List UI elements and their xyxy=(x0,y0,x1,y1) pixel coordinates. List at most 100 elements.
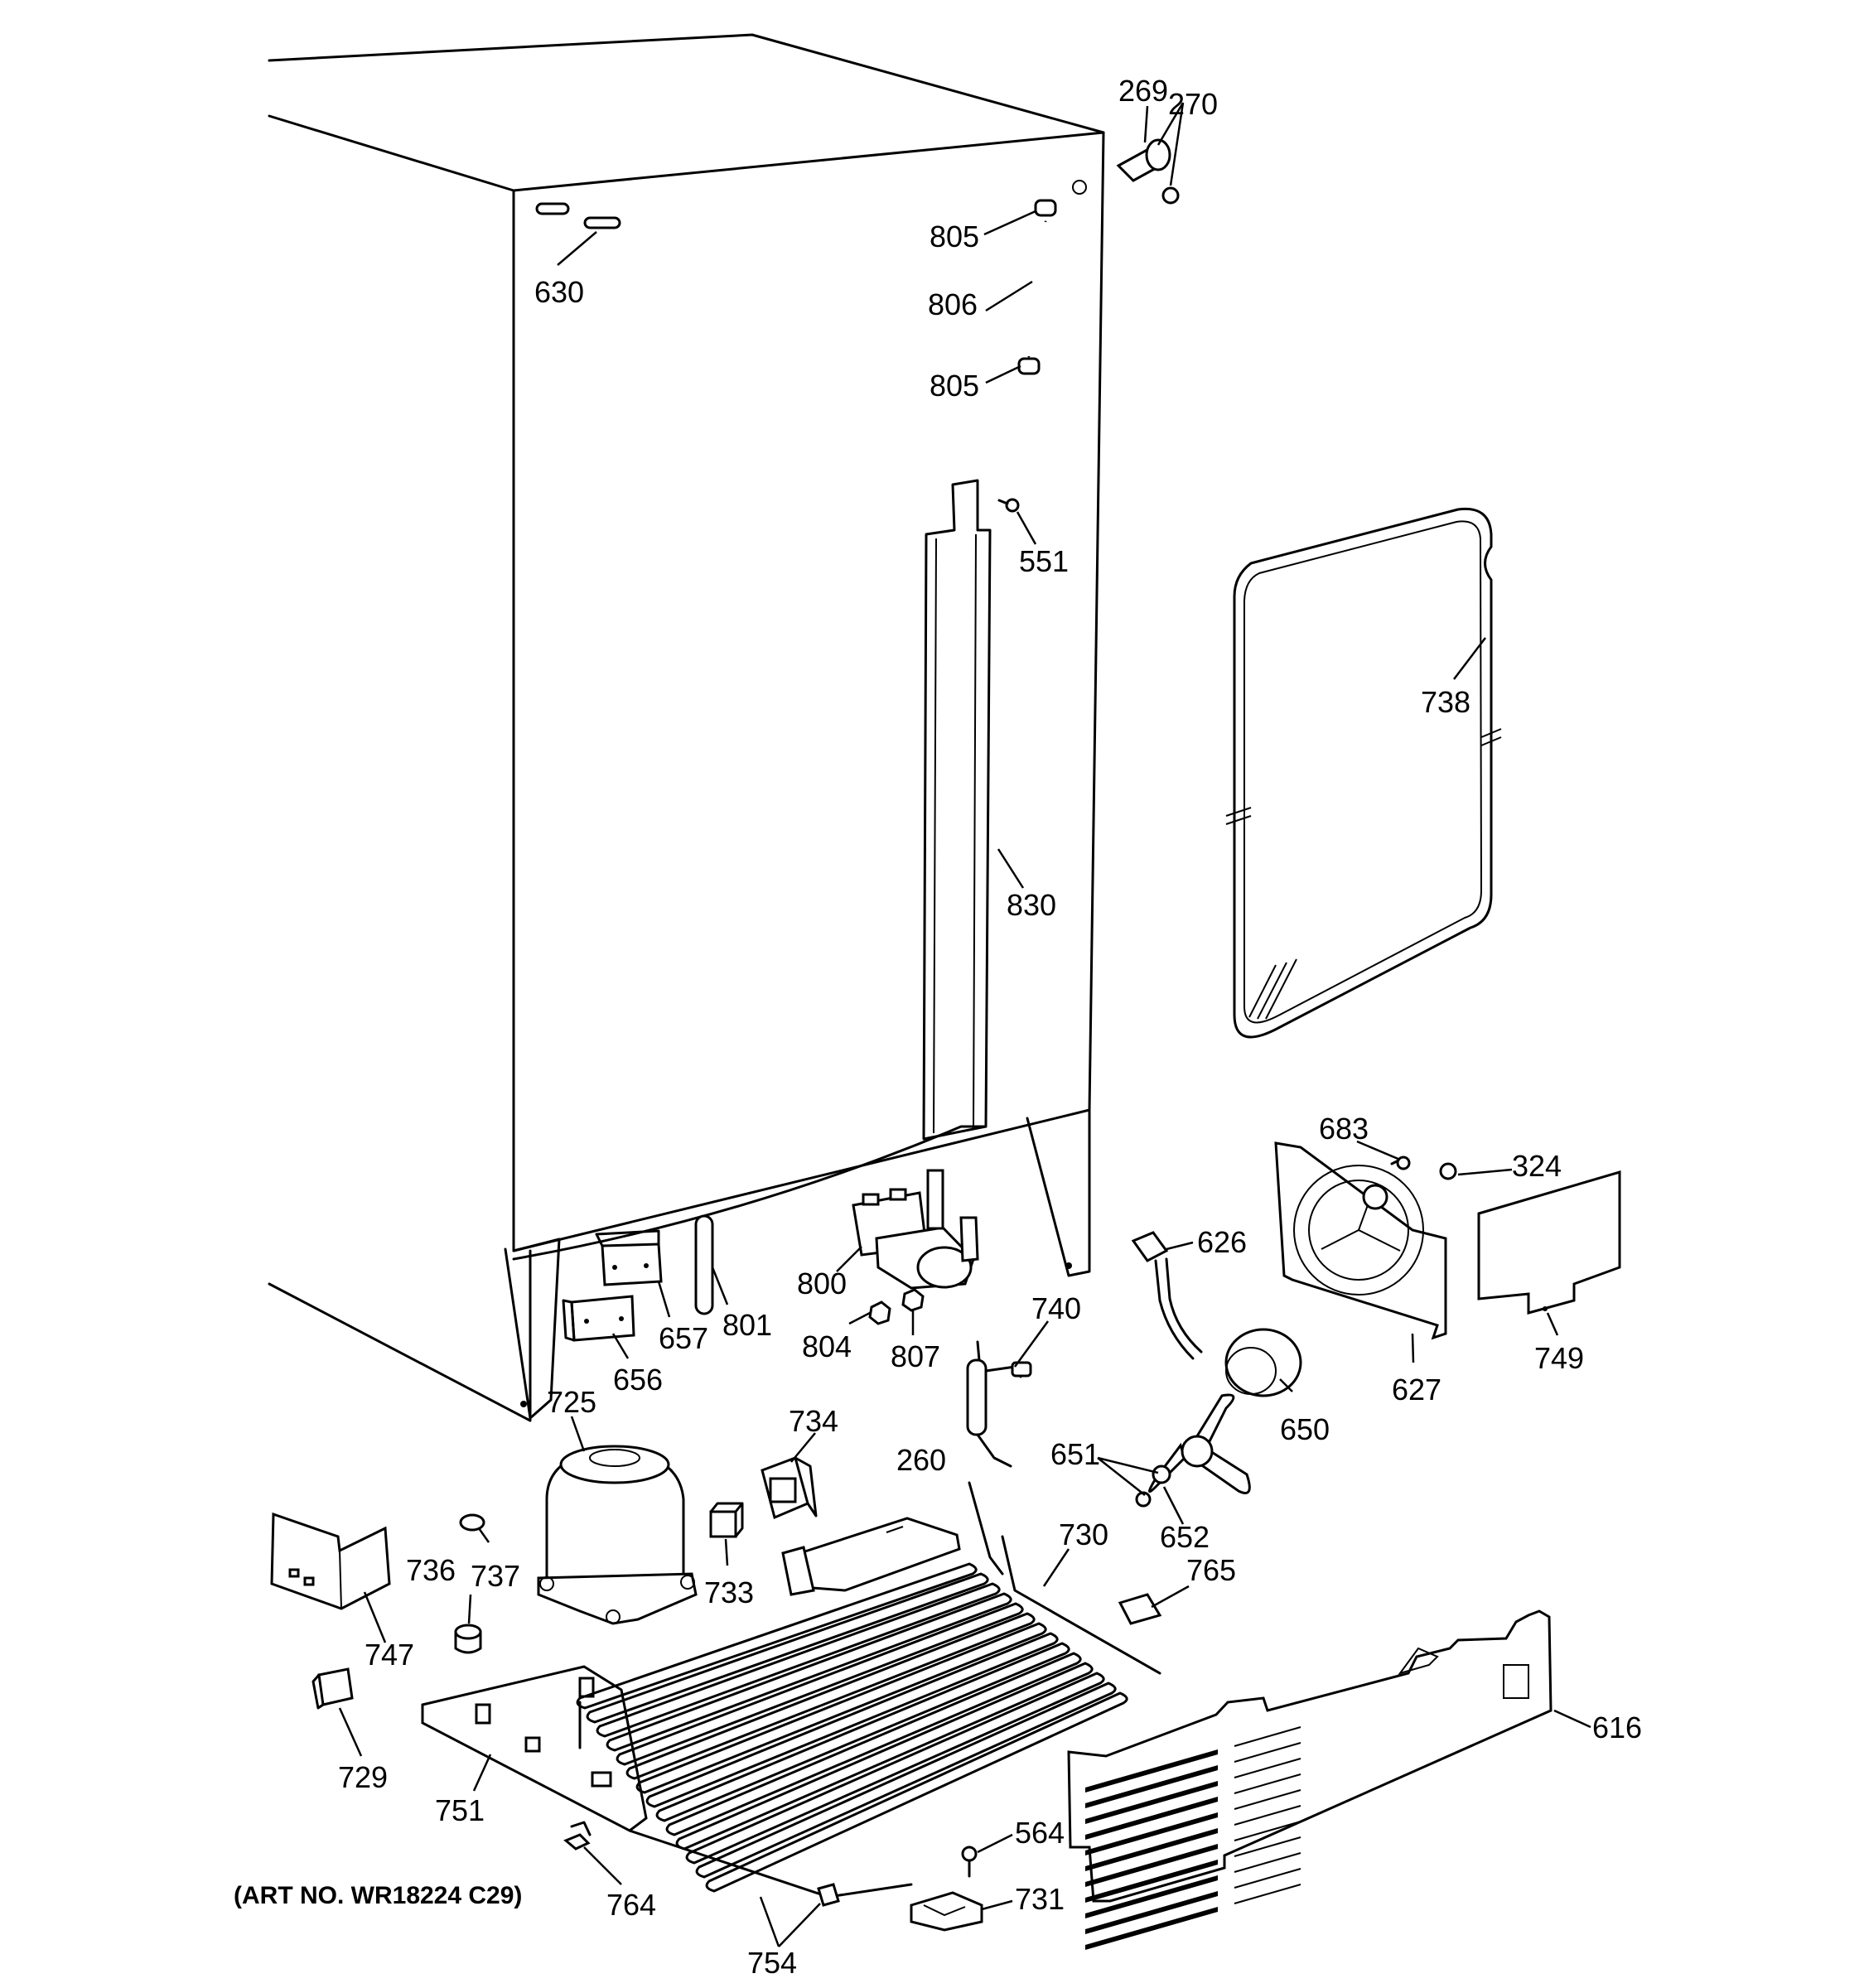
label-729: 729 xyxy=(338,1760,388,1794)
label-830: 830 xyxy=(1007,888,1056,922)
label-650: 650 xyxy=(1280,1412,1330,1446)
condenser-coil xyxy=(586,1572,989,1724)
tube-801 xyxy=(694,1214,714,1315)
condenser-coil xyxy=(705,1691,1128,1893)
label-804: 804 xyxy=(802,1329,852,1363)
label-805-bottom: 805 xyxy=(930,369,979,403)
bracket-656 xyxy=(562,1295,635,1342)
grille-slot xyxy=(1085,1844,1218,1887)
shroud-627 xyxy=(1274,1141,1447,1340)
label-740: 740 xyxy=(1031,1291,1081,1325)
channel-830 xyxy=(922,479,992,1141)
label-551: 551 xyxy=(1019,544,1069,578)
part-269-270 xyxy=(1116,138,1180,205)
grille-slot xyxy=(1085,1749,1218,1793)
label-731: 731 xyxy=(1015,1882,1065,1916)
screw-683 xyxy=(1390,1156,1411,1170)
grille-slot xyxy=(1234,1742,1301,1763)
condenser-coil xyxy=(616,1602,1024,1766)
condenser-coil xyxy=(695,1682,1117,1879)
grille-slot xyxy=(1234,1789,1301,1810)
label-751: 751 xyxy=(435,1793,485,1827)
part-731 xyxy=(910,1891,983,1932)
base-pan-751 xyxy=(421,1665,913,1899)
grille-slot xyxy=(1234,1758,1301,1778)
label-627: 627 xyxy=(1392,1373,1441,1407)
grille-slot xyxy=(1234,1805,1301,1826)
label-737: 737 xyxy=(471,1559,520,1593)
drain-pan-260 xyxy=(781,1517,961,1596)
condenser-coil xyxy=(635,1622,1047,1794)
label-747: 747 xyxy=(365,1638,414,1672)
grille-slot xyxy=(1234,1773,1301,1794)
label-270: 270 xyxy=(1168,87,1218,121)
part-754 xyxy=(817,1883,840,1907)
screw-551 xyxy=(997,498,1020,513)
label-764: 764 xyxy=(606,1888,656,1922)
condenser-coil xyxy=(665,1652,1082,1836)
grille-slot xyxy=(1234,1836,1301,1857)
nuts-804-807 xyxy=(868,1288,925,1325)
label-630: 630 xyxy=(534,275,584,309)
grille-slot xyxy=(1085,1828,1218,1871)
part-747 xyxy=(270,1512,391,1610)
bracket-657 xyxy=(595,1229,663,1286)
grille-616 xyxy=(1067,1609,1553,1950)
motor-650 xyxy=(1224,1328,1302,1397)
fan-651-652 xyxy=(1135,1393,1251,1508)
label-805-top: 805 xyxy=(930,220,979,253)
condenser-coil xyxy=(655,1642,1070,1822)
label-734: 734 xyxy=(789,1404,838,1438)
label-749: 749 xyxy=(1534,1341,1584,1375)
label-807: 807 xyxy=(891,1339,940,1373)
label-801: 801 xyxy=(722,1308,772,1342)
part-729 xyxy=(311,1667,354,1710)
part-733 xyxy=(709,1502,744,1538)
condenser-coil xyxy=(645,1632,1059,1808)
label-656: 656 xyxy=(613,1363,663,1397)
part-736 xyxy=(459,1513,485,1532)
label-765: 765 xyxy=(1186,1553,1236,1587)
cover-749 xyxy=(1477,1170,1621,1315)
grille-slot xyxy=(1234,1852,1301,1873)
condenser-coil xyxy=(596,1582,1001,1738)
label-683: 683 xyxy=(1319,1112,1369,1146)
label-269: 269 xyxy=(1118,74,1168,108)
label-733: 733 xyxy=(704,1575,754,1609)
condenser-coil xyxy=(606,1592,1012,1752)
condenser-coil xyxy=(675,1662,1094,1850)
condenser-coil xyxy=(685,1672,1105,1865)
leader-lines xyxy=(338,102,1591,1947)
grille-slot xyxy=(1234,1726,1301,1747)
screw-324 xyxy=(1439,1162,1457,1180)
part-734 xyxy=(761,1456,818,1520)
part-740 xyxy=(966,1340,1032,1468)
part-737 xyxy=(454,1624,482,1654)
label-806: 806 xyxy=(928,287,978,321)
label-564: 564 xyxy=(1015,1816,1065,1850)
label-725: 725 xyxy=(547,1385,596,1419)
part-764 xyxy=(563,1821,592,1850)
label-657: 657 xyxy=(659,1321,708,1355)
condenser-coil xyxy=(576,1562,978,1710)
grille-slot xyxy=(1234,1884,1301,1904)
grille-slot xyxy=(1234,1868,1301,1889)
grille-slot xyxy=(1085,1797,1218,1840)
label-736: 736 xyxy=(406,1553,456,1587)
cord-626 xyxy=(1131,1231,1203,1360)
condenser-coil xyxy=(625,1612,1036,1780)
grille-slot xyxy=(1085,1781,1218,1824)
valve-800 xyxy=(852,1169,979,1290)
grille-slot xyxy=(1085,1765,1218,1808)
gasket-738 xyxy=(1225,507,1502,1039)
label-738: 738 xyxy=(1421,685,1470,719)
grille-slot xyxy=(1085,1812,1218,1855)
clip-765 xyxy=(1118,1593,1162,1625)
screw-564 xyxy=(961,1846,978,1878)
label-730: 730 xyxy=(1059,1518,1108,1551)
cabinet xyxy=(268,33,1105,1422)
grille-slot xyxy=(1085,1891,1218,1934)
label-324: 324 xyxy=(1512,1149,1562,1183)
label-260: 260 xyxy=(896,1443,946,1477)
